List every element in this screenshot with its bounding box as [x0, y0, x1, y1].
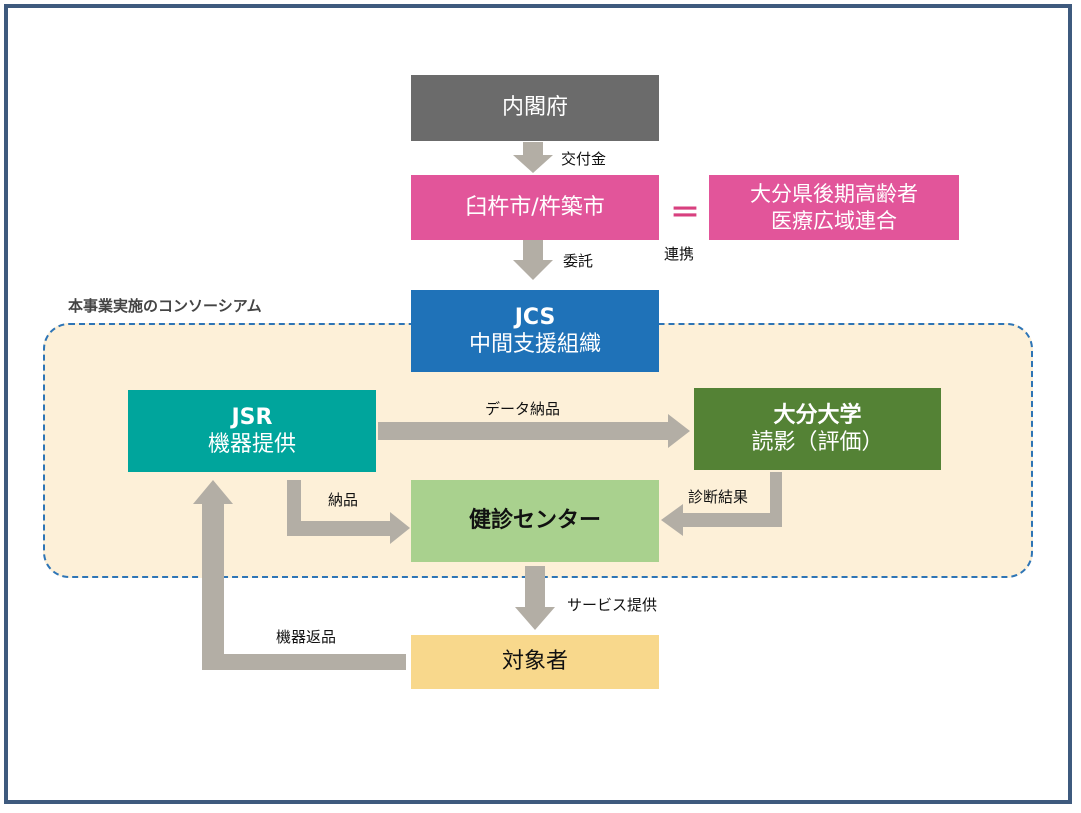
- arrow-service: [515, 566, 555, 630]
- node-jcs-line1: JCS: [514, 304, 556, 330]
- node-jsr: JSR 機器提供: [128, 390, 376, 472]
- node-oita-union-line2: 医療広域連合: [771, 208, 897, 233]
- edge-label-return: 機器返品: [276, 628, 337, 646]
- node-usuki-city-label: 臼杵市/杵築市: [465, 194, 605, 220]
- node-oita-union: 大分県後期高齢者 医療広域連合: [709, 175, 959, 240]
- node-target-person: 対象者: [411, 635, 659, 689]
- node-jsr-line1: JSR: [231, 404, 273, 430]
- edge-label-grant: 交付金: [561, 150, 607, 168]
- consortium-label: 本事業実施のコンソーシアム: [68, 297, 262, 315]
- arrow-delivery: [287, 480, 410, 544]
- edge-label-diagnosis-result: 診断結果: [688, 488, 749, 506]
- node-oita-univ-line2: 読影（評価）: [751, 430, 884, 455]
- edge-label-consign: 委託: [563, 252, 594, 270]
- edge-label-service: サービス提供: [567, 596, 658, 614]
- node-jcs: JCS 中間支援組織: [411, 290, 659, 372]
- edge-label-data-delivery: データ納品: [485, 400, 561, 418]
- node-target-person-label: 対象者: [501, 649, 568, 675]
- arrow-diagnosis-result: [661, 472, 782, 536]
- node-oita-univ: 大分大学 読影（評価）: [694, 388, 941, 470]
- edge-label-cooperation: 連携: [664, 245, 695, 263]
- node-health-center: 健診センター: [411, 480, 659, 562]
- node-oita-union-line1: 大分県後期高齢者: [750, 182, 918, 207]
- node-cabinet-office-label: 内閣府: [501, 95, 568, 121]
- arrow-consign: [513, 240, 553, 280]
- arrow-return: [193, 480, 406, 670]
- node-jsr-line2: 機器提供: [207, 432, 296, 457]
- node-cabinet-office: 内閣府: [411, 75, 659, 141]
- outer-frame: [4, 4, 1072, 804]
- arrow-data-delivery: [378, 414, 690, 448]
- arrow-grant: [513, 142, 553, 173]
- node-health-center-label: 健診センター: [468, 508, 601, 534]
- node-oita-univ-line1: 大分大学: [773, 402, 862, 428]
- edge-label-delivery: 納品: [328, 491, 359, 509]
- node-jcs-line2: 中間支援組織: [468, 332, 601, 357]
- equal-sign: ＝: [670, 196, 700, 231]
- node-usuki-city: 臼杵市/杵築市: [411, 175, 659, 240]
